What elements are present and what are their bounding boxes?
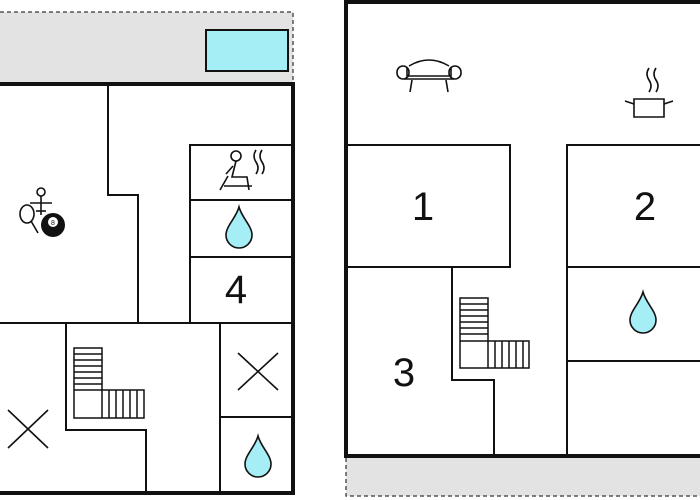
- room-3-walls: [451, 267, 495, 456]
- sofa-icon: [396, 59, 462, 93]
- outdoor-area: [346, 458, 700, 496]
- table-tennis-icon: [19, 204, 39, 234]
- svg-text:8: 8: [51, 220, 55, 227]
- right-floor: 1 2 3: [344, 0, 700, 497]
- room-1-walls: [346, 144, 511, 268]
- terrace-border: [0, 11, 294, 80]
- outdoor-terrace: [0, 11, 294, 82]
- billiard-ball-icon: 8: [41, 213, 65, 237]
- staircase-icon: [73, 347, 145, 419]
- sauna-icon: [219, 149, 265, 191]
- room-label-4: 4: [225, 268, 247, 312]
- wellness-column-wall: [189, 144, 293, 323]
- water-drop-icon: [244, 432, 272, 478]
- staircase-icon: [459, 297, 530, 369]
- cross-icon: [7, 409, 49, 449]
- foosball-icon: [30, 187, 52, 215]
- staircase-wall: [65, 323, 147, 493]
- room-label-1: 1: [412, 185, 434, 229]
- outdoor-border: [345, 458, 700, 497]
- water-drop-icon: [629, 288, 657, 334]
- cooking-pot-icon: [624, 67, 674, 118]
- room-label-3: 3: [393, 351, 415, 395]
- outdoor-strip: [345, 458, 700, 497]
- left-floor: 8 4: [0, 11, 295, 495]
- pool-icon: [205, 29, 289, 72]
- cross-icon: [237, 352, 279, 391]
- hobby-room-wall: [107, 86, 139, 323]
- room-2-walls: [566, 144, 700, 456]
- water-drop-icon: [225, 203, 253, 249]
- room-label-2: 2: [634, 185, 656, 229]
